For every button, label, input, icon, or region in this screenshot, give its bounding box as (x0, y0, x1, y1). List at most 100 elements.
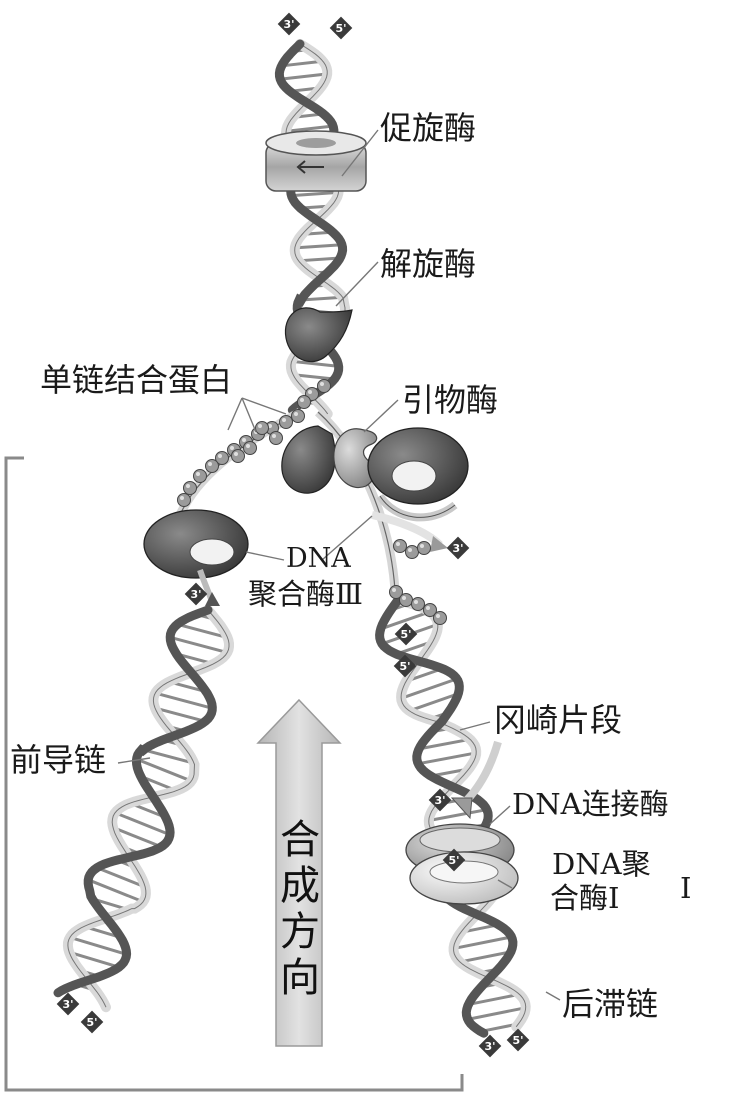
ssb-bead (255, 421, 269, 435)
ssb-bead (399, 593, 413, 607)
ssb-bead-highlight (196, 472, 200, 476)
label-synthesis-direction: 合成方向 (273, 818, 319, 1002)
single-strand-right-edge (317, 411, 396, 591)
ssb-bead-highlight (234, 452, 238, 456)
end-tag-diamond (428, 788, 452, 812)
ssb-bead-highlight (246, 444, 250, 448)
leading-strand-arrow (205, 592, 220, 606)
leading-rung (114, 826, 160, 848)
label-leading: 前导链 (10, 741, 107, 779)
leading-rung (70, 951, 118, 968)
lagging-rung (420, 751, 475, 765)
end-tag-label: 5' (86, 1016, 97, 1029)
end-tag-label: 5' (400, 628, 411, 641)
dna-polymerase-iii-right (367, 427, 469, 522)
helicase-upper (284, 307, 353, 363)
label-primase: 引物酶 (402, 381, 499, 419)
parental-rung (296, 243, 341, 250)
ssb-bead-highlight (408, 548, 412, 552)
ssb-bead (183, 481, 197, 495)
leading-rung (116, 812, 169, 836)
end-tag-label: 3' (484, 1040, 495, 1053)
lagging-rung (461, 950, 510, 964)
parental-rung (283, 59, 322, 68)
end-tag-diamond (506, 1028, 530, 1052)
ssb-bead (405, 545, 419, 559)
leading-rung (89, 879, 142, 903)
lagging-strand-dark (375, 595, 518, 1038)
dna-polymerase-iii-left (143, 509, 249, 606)
end-tag-label: 3' (190, 588, 201, 601)
ssb-bead-highlight (436, 614, 440, 618)
ssb-bead-highlight (396, 542, 400, 546)
parental-rung (294, 373, 333, 381)
lagging-rung (382, 611, 429, 630)
dna-polymerase-i (409, 851, 519, 905)
end-tag-label: 5' (399, 660, 410, 673)
ssb-bead (177, 493, 191, 507)
ssb-bead (297, 395, 311, 409)
ssb-bead-highlight (218, 454, 222, 458)
leading-strand-helix (53, 605, 234, 1013)
lagging-rung (455, 935, 510, 950)
lagging-rung (410, 692, 457, 712)
synthesis-direction-arrow (256, 698, 342, 1047)
label-pol1-line1: DNA聚 (552, 847, 651, 881)
label-pol1-line2: 合酶Ⅰ (550, 881, 620, 915)
primer-arrow-head (430, 536, 448, 552)
label-okazaki: 冈崎片段 (494, 701, 623, 739)
leading-rung (71, 936, 125, 956)
leading-strand-light (62, 605, 234, 1013)
ssb-bead-highlight (272, 434, 276, 438)
ssb-bead-highlight (320, 382, 324, 386)
leading-rung (98, 867, 144, 888)
ssb-bead-highlight (300, 398, 304, 402)
ssb-bead (205, 459, 219, 473)
leading-rung (138, 758, 190, 782)
ssb-bead-highlight (294, 412, 298, 416)
end-tag-label: 3' (283, 18, 294, 31)
ssb-bead (393, 539, 407, 553)
topoisomerase-ring (265, 130, 367, 192)
end-tag-label: 3' (452, 542, 463, 555)
leading-rung (172, 636, 226, 654)
parental-rung (302, 295, 342, 302)
end-tag-diamond (80, 1010, 104, 1034)
lagging-rung (481, 1022, 518, 1033)
end-tag-label: 5' (335, 22, 346, 35)
ssb-bead-highlight (414, 600, 418, 604)
parental-rung (300, 256, 339, 263)
label-ligase: DNA连接酶 (512, 787, 669, 821)
leading-rung (156, 707, 204, 723)
ssb-bead-highlight (186, 484, 190, 488)
ssb-bead-highlight (392, 588, 396, 592)
lagging-rung (420, 738, 469, 750)
ssb-bead (279, 415, 293, 429)
label-helicase: 解旋酶 (380, 245, 477, 283)
parental-rung (281, 72, 326, 81)
parental-strand-dark (274, 39, 348, 415)
ssb-bead (317, 379, 331, 393)
ssb-bead (291, 409, 305, 423)
label-ssb: 单链结合蛋白 (40, 361, 233, 399)
parental-rung (287, 124, 332, 133)
end-tag-label: 3' (62, 998, 73, 1011)
leading-strand-light-edge (67, 609, 230, 1008)
ssb-bead-highlight (426, 606, 430, 610)
ssb-bead (243, 441, 257, 455)
label-topoisomerase: 促旋酶 (380, 109, 477, 147)
end-tag-diamond (478, 1034, 502, 1058)
end-tag-label: 5' (448, 854, 459, 867)
lagging-rung (470, 993, 518, 1006)
ssb-bead (231, 449, 245, 463)
okazaki-arrow-head (450, 797, 473, 820)
ssb-bead-highlight (282, 418, 286, 422)
end-tag-label: 5' (512, 1034, 523, 1047)
end-tag-label: 3' (434, 794, 445, 807)
ssb-bead (417, 541, 431, 555)
label-pol3-line1: DNA (286, 543, 351, 574)
ssb-bead-highlight (402, 596, 406, 600)
helicase-lower (281, 425, 336, 494)
ssb-bead-highlight (420, 544, 424, 548)
